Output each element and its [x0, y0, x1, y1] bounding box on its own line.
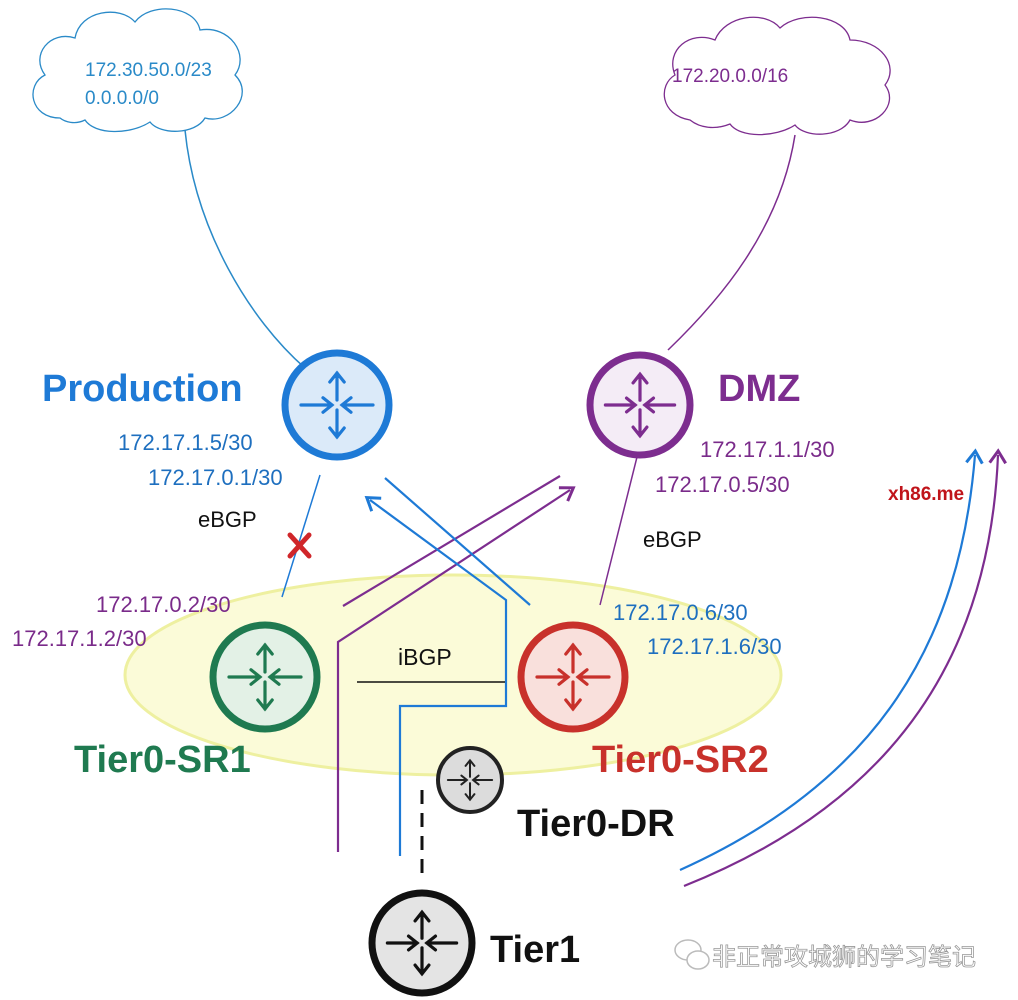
production-ip-1: 172.17.1.5/30: [118, 430, 253, 455]
ebgp-right-label: eBGP: [643, 527, 702, 552]
link-down-x-icon: [287, 532, 312, 559]
router-production-icon: [281, 349, 393, 461]
site-watermark: xh86.me: [888, 484, 964, 505]
production-cloud-prefix-1: 172.30.50.0/23: [85, 60, 212, 81]
router-sr1-icon: [209, 621, 321, 733]
router-dmz-icon: [586, 351, 694, 459]
dmz-cloud: [663, 16, 891, 136]
production-uplink: [184, 129, 306, 369]
purple-path-b: [336, 486, 576, 852]
ebgp-link-dmz-sr2: [599, 444, 641, 606]
dmz-cloud-prefix: 172.20.0.0/16: [672, 66, 788, 87]
account-watermark: 非正常攻城狮的学习笔记: [712, 944, 976, 971]
tier0-sr2-label: Tier0-SR2: [592, 739, 769, 781]
tier0-sr1-label: Tier0-SR1: [74, 739, 251, 781]
router-dr-icon: [436, 746, 504, 814]
sr1-ip-1: 172.17.0.2/30: [96, 592, 231, 617]
dmz-uplink: [667, 134, 796, 351]
production-cloud-prefix-2: 0.0.0.0/0: [85, 88, 159, 109]
sr1-ip-2: 172.17.1.2/30: [12, 626, 147, 651]
blue-path-a: [384, 477, 531, 606]
production-ip-2: 172.17.0.1/30: [148, 465, 283, 490]
purple-return-arc: [683, 448, 1007, 888]
tier1-label: Tier1: [490, 929, 580, 971]
blue-path-b: [364, 496, 508, 856]
sr2-ip-2: 172.17.1.6/30: [647, 634, 782, 659]
ebgp-link-production-sr1: [281, 474, 321, 598]
ibgp-label: iBGP: [398, 644, 452, 670]
wechat-icon: [674, 939, 710, 970]
production-cloud: [32, 8, 243, 133]
production-label: Production: [42, 368, 243, 410]
blue-return-arc: [679, 448, 984, 872]
router-tier1-icon: [368, 889, 476, 997]
sr2-ip-1: 172.17.0.6/30: [613, 600, 748, 625]
tier0-dr-label: Tier0-DR: [517, 803, 675, 845]
dmz-ip-1: 172.17.1.1/30: [700, 437, 835, 462]
purple-path-a: [342, 475, 561, 607]
dmz-label: DMZ: [718, 368, 800, 410]
ebgp-left-label: eBGP: [198, 507, 257, 532]
dmz-ip-2: 172.17.0.5/30: [655, 472, 790, 497]
router-sr2-icon: [517, 621, 629, 733]
